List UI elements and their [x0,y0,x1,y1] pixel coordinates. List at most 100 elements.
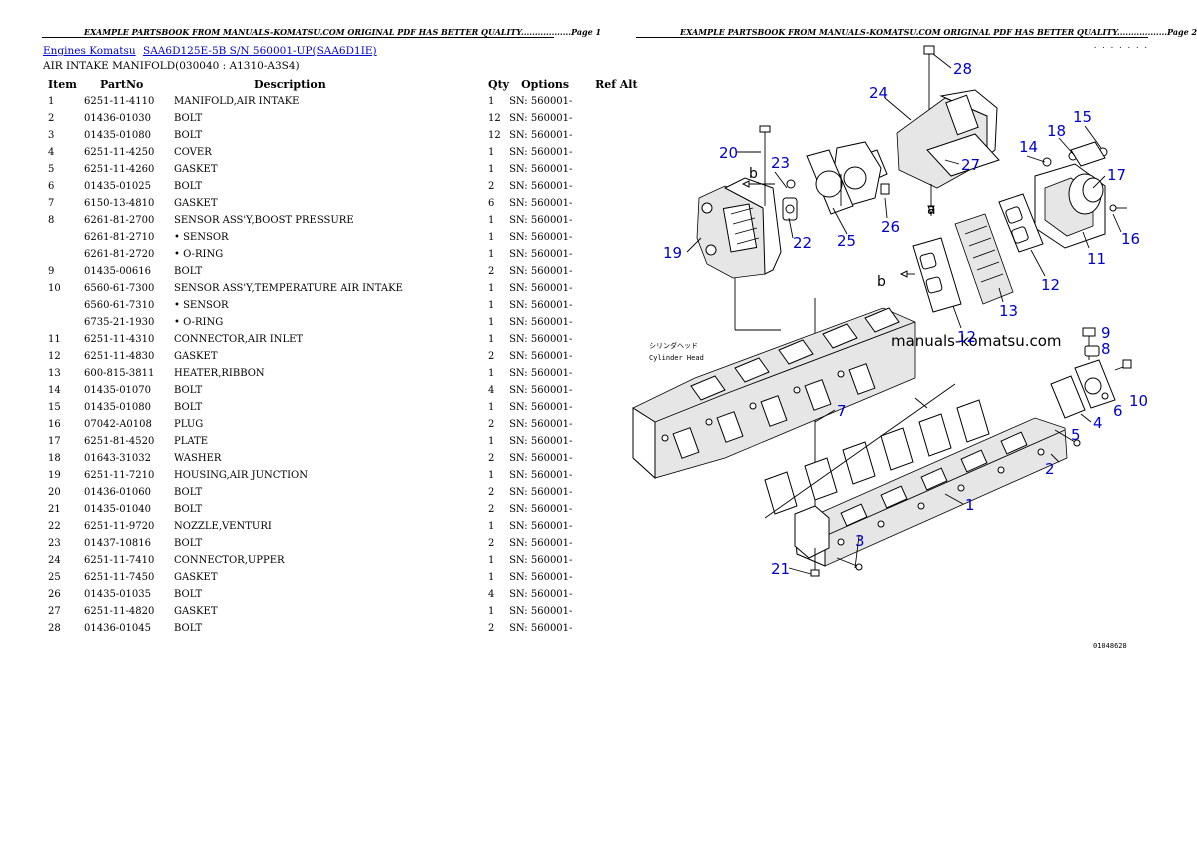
row-qty: 1 [488,402,495,413]
breadcrumb-link-model[interactable]: SAA6D125E-5B S/N 560001-UP(SAA6D1IE) [143,45,377,57]
row-partno: 6150-13-4810 [84,198,155,209]
callout-23: 23 [771,154,790,172]
row-description: GASKET [174,164,218,175]
row-item: 16 [48,419,61,430]
row-partno: 6560-61-7300 [84,283,155,294]
row-options: SN: 560001- [509,283,573,294]
row-item: 18 [48,453,61,464]
row-description: GASKET [174,606,218,617]
row-options: SN: 560001- [509,606,573,617]
row-qty: 4 [488,385,495,396]
row-options: SN: 560001- [509,181,573,192]
callout-24: 24 [869,84,888,102]
col-header-qty: Qty [488,77,510,91]
row-partno: 6251-11-4830 [84,351,155,362]
breadcrumb-link-engines[interactable]: Engines Komatsu [43,45,136,57]
row-partno: 01437-10816 [84,538,152,549]
row-options: SN: 560001- [509,436,573,447]
row-item: 13 [48,368,61,379]
callout-19: 19 [663,244,682,262]
row-item: 10 [48,283,61,294]
row-options: SN: 560001- [509,113,573,124]
row-options: SN: 560001- [509,198,573,209]
reference-letter-b-upper: b [749,166,758,182]
row-options: SN: 560001- [509,317,573,328]
callout-5: 5 [1071,426,1081,444]
row-qty: 2 [488,623,495,634]
air-junction-housing-drawing [696,125,816,558]
callout-8: 8 [1101,340,1111,358]
reference-letter-b-lower: b [877,274,886,290]
callout-11: 11 [1087,250,1106,268]
callout-1: 1 [965,496,975,514]
row-item [42,246,84,263]
row-qty: 1 [488,300,495,311]
row-options: SN: 560001- [509,555,573,566]
row-partno: 01435-01025 [84,181,152,192]
row-partno: 600-815-3811 [84,368,155,379]
drawing-corner-code: . . . . . . . [1093,42,1148,50]
row-description: HOUSING,AIR JUNCTION [174,470,308,481]
row-item: 27 [48,606,61,617]
row-qty: 2 [488,266,495,277]
callout-14: 14 [1019,138,1038,156]
page-header-left: EXAMPLE PARTSBOOK FROM MANUALS-KOMATSU.C… [84,27,602,37]
row-options: SN: 560001- [509,453,573,464]
row-partno: 6251-11-7210 [84,470,155,481]
row-item: 14 [48,385,61,396]
row-options: SN: 560001- [509,164,573,175]
row-description: SENSOR ASS'Y,BOOST PRESSURE [174,215,354,226]
callout-12-left: 12 [957,328,976,346]
row-partno: 6251-81-4520 [84,436,155,447]
row-partno: 6251-11-4110 [84,96,155,107]
row-partno: 6251-11-7450 [84,572,155,583]
row-partno: 01436-01060 [84,487,152,498]
row-options: SN: 560001- [509,249,573,260]
row-options: SN: 560001- [509,538,573,549]
row-partno: 6251-11-4820 [84,606,155,617]
row-description: GASKET [174,351,218,362]
row-options: SN: 560001- [509,521,573,532]
row-item: 19 [48,470,61,481]
row-options: SN: 560001- [509,572,573,583]
exploded-parts-diagram: . . . . . . . [632,42,1148,650]
row-options: SN: 560001- [509,130,573,141]
callout-6: 6 [1113,402,1123,420]
row-partno: 6251-11-7410 [84,555,155,566]
row-description: BOLT [174,623,203,634]
row-item: 9 [48,266,55,277]
row-description: BOLT [174,113,203,124]
row-description: BOLT [174,181,203,192]
row-qty: 1 [488,232,495,243]
row-description: BOLT [174,266,203,277]
row-partno: 01643-31032 [84,453,152,464]
row-options: SN: 560001- [509,368,573,379]
intake-manifold-drawing [794,417,1068,577]
row-description: BOLT [174,130,203,141]
row-qty: 2 [488,351,495,362]
callout-4: 4 [1093,414,1103,432]
row-description: BOLT [174,487,203,498]
row-description: • O-RING [174,317,224,328]
row-qty: 12 [488,113,501,124]
row-partno: 01435-01080 [84,130,152,141]
row-qty: 1 [488,147,495,158]
row-partno: 6251-11-4310 [84,334,155,345]
row-item: 21 [48,504,61,515]
col-header-item: Item [48,77,77,91]
row-options: SN: 560001- [509,147,573,158]
row-options: SN: 560001- [509,504,573,515]
row-options: SN: 560001- [509,232,573,243]
